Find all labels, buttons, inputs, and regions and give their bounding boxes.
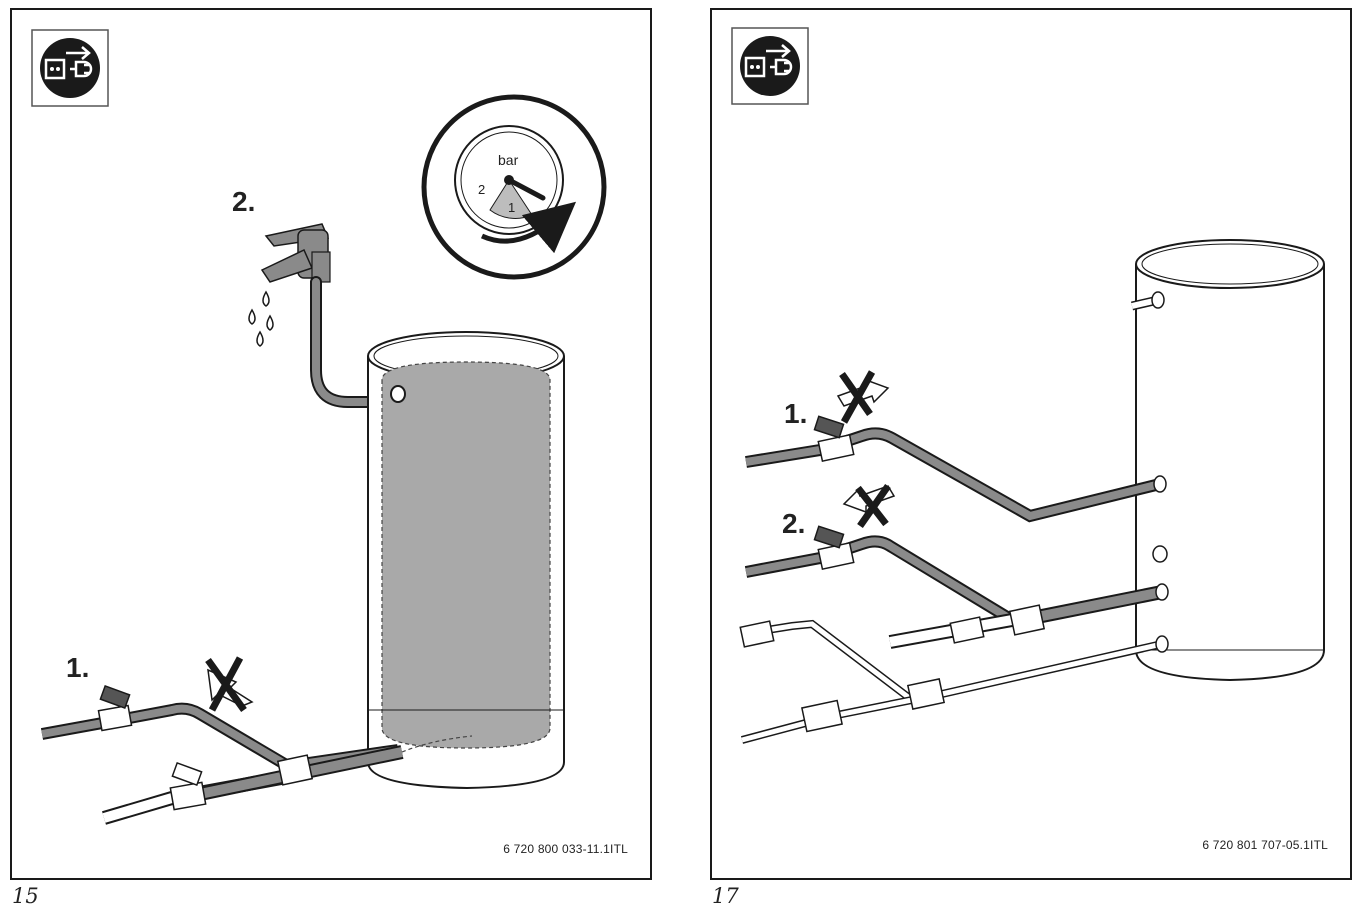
figure-code: 6 720 800 033-11.1ITL [503, 842, 628, 856]
ball-valve-icon [97, 685, 314, 811]
ball-valve-icon [739, 415, 1046, 733]
step-1-label: 1. [66, 652, 90, 683]
step-2-label: 2. [782, 508, 806, 539]
figure-number: 15 [12, 884, 39, 908]
figure-17-drawing [731, 27, 1325, 744]
step-1-label: 1. [784, 398, 808, 429]
figure-number: 17 [712, 884, 739, 908]
figure-15-drawing: bar 2 1 [31, 29, 607, 825]
step-2-label: 2. [232, 186, 256, 217]
figure-17-panel: 1. 2. 6 720 801 707-05.1ITL [710, 8, 1352, 880]
water-tank-icon [1130, 239, 1325, 682]
faucet-icon [260, 223, 331, 283]
crossed-rotate-icon [842, 483, 896, 529]
unplug-power-icon [731, 27, 809, 105]
gauge-tick-2: 2 [478, 182, 485, 197]
gauge-tick-1: 1 [508, 200, 515, 215]
pressure-gauge-icon: bar 2 1 [421, 94, 607, 280]
crossed-rotate-icon [836, 370, 890, 424]
crossed-rotate-icon [205, 656, 254, 713]
figure-code: 6 720 801 707-05.1ITL [1202, 838, 1328, 852]
water-tank-icon [367, 331, 565, 790]
unplug-power-icon [31, 29, 109, 107]
water-drops [248, 290, 274, 347]
figure-15-panel: bar 2 1 [10, 8, 652, 880]
gauge-unit-label: bar [498, 152, 519, 168]
